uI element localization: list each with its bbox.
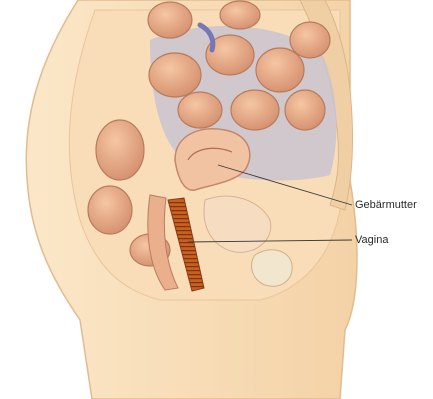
- pubic-bone: [252, 250, 293, 287]
- uterus-label: Gebärmutter: [355, 200, 417, 211]
- vagina-label: Vagina: [355, 235, 388, 246]
